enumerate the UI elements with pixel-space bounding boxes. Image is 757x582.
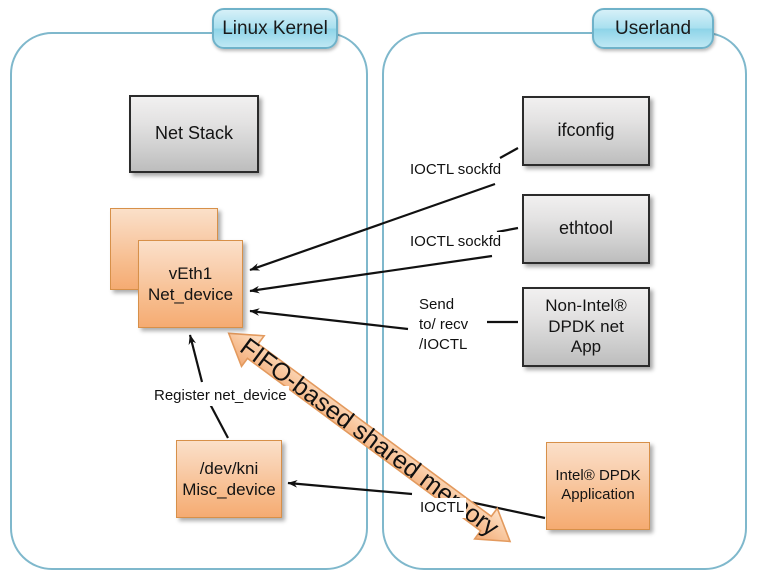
box-dev-kni-misc-device: /dev/kni Misc_device xyxy=(176,440,282,518)
box-label: ifconfig xyxy=(557,120,615,141)
box-label-line1: Non-Intel® xyxy=(545,295,627,315)
fifo-arrow-shape xyxy=(227,332,512,543)
box-label-line1: /dev/kni xyxy=(199,458,259,478)
box-ethtool: ethtool xyxy=(522,194,650,264)
zone-label-userland: Userland xyxy=(592,8,714,49)
box-label: Net Stack xyxy=(154,123,234,144)
box-net-stack: Net Stack xyxy=(129,95,259,173)
box-label-line2: Application xyxy=(561,486,635,503)
box-label: ethtool xyxy=(558,218,614,239)
edge-ifconfig-to-veth1 xyxy=(249,147,519,272)
box-label-line3: App xyxy=(570,337,602,357)
zone-label-text: Userland xyxy=(614,17,692,39)
box-ifconfig: ifconfig xyxy=(522,96,650,166)
box-label-line2: Misc_device xyxy=(182,480,276,499)
box-intel-dpdk-application: Intel® DPDK Application xyxy=(546,442,650,530)
edge-nonintel-to-veth1 xyxy=(249,308,518,331)
box-veth1-net-device: vEth1 Net_device xyxy=(138,240,243,328)
box-label-line1: Intel® DPDK xyxy=(555,467,641,485)
zone-linux-kernel xyxy=(10,32,368,570)
edge-ioctl-intel-to-devkni xyxy=(287,480,546,520)
edge-ethtool-to-veth1 xyxy=(249,226,519,294)
label-ioctl-bottom: IOCTL xyxy=(418,498,467,518)
label-register-net-device: Register net_device xyxy=(152,386,289,406)
label-send-recv-ioctl: Send to/ recv /IOCTL xyxy=(417,295,471,355)
box-label-line2: Net_device xyxy=(147,285,234,304)
label-ioctl-sockfd-ifconfig: IOCTL sockfd xyxy=(408,160,504,180)
box-label-line2: DPDK net xyxy=(548,316,624,336)
edge-register-net-device xyxy=(188,334,229,439)
box-non-intel-dpdk-net-app: Non-Intel® DPDK net App xyxy=(522,287,650,367)
zone-userland xyxy=(382,32,747,570)
zone-label-linux-kernel: Linux Kernel xyxy=(212,8,338,49)
box-label-line1: vEth1 xyxy=(168,263,213,283)
label-ioctl-sockfd-ethtool: IOCTL sockfd xyxy=(408,232,504,252)
zone-label-text: Linux Kernel xyxy=(222,17,328,39)
